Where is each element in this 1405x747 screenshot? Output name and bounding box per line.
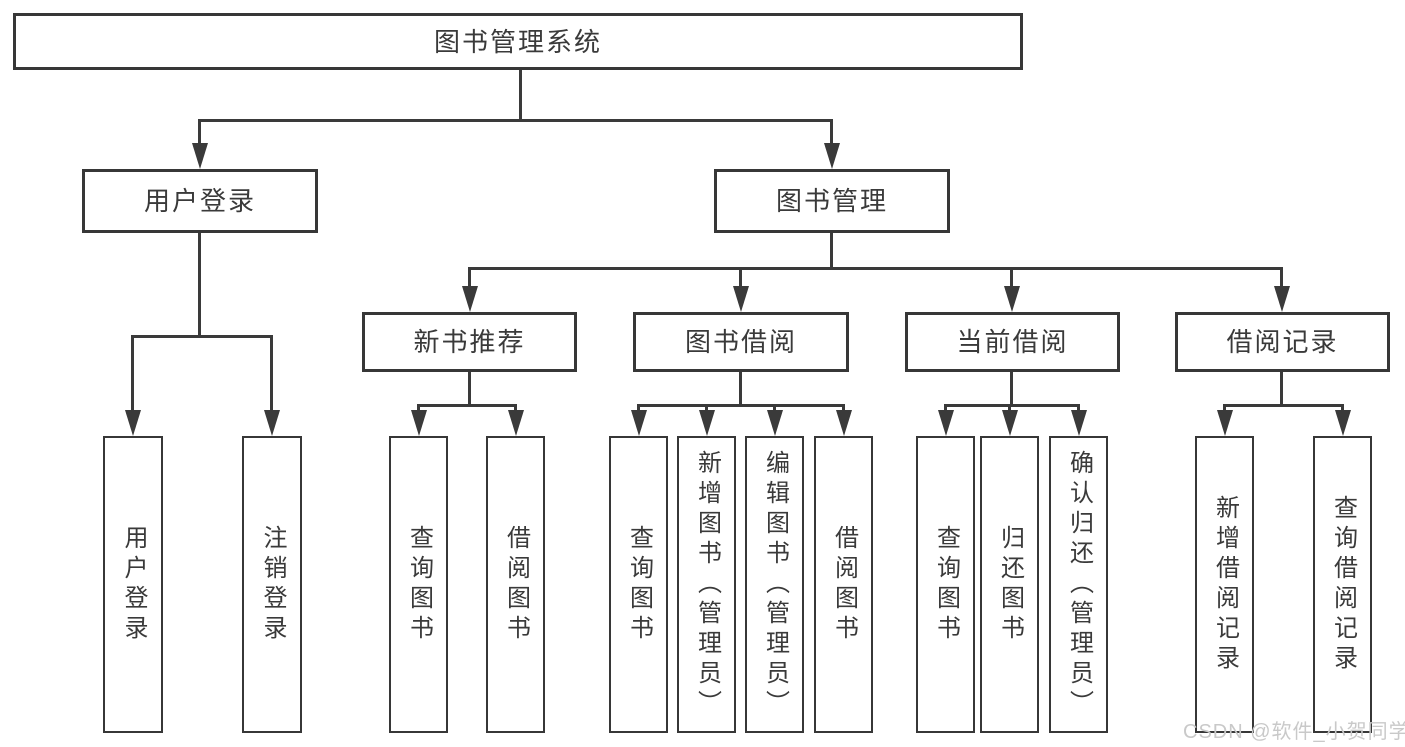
- arrowhead-down-icon: [938, 410, 954, 436]
- connector-level1-horizontal: [198, 119, 833, 122]
- connector-leaf-drop: [944, 406, 947, 412]
- arrowhead-down-icon: [824, 143, 840, 169]
- arrowhead-down-icon: [733, 286, 749, 312]
- arrowhead-down-icon: [508, 410, 524, 436]
- connector-leaf-drop: [773, 406, 776, 412]
- node-borrowing-records: 借阅记录: [1175, 312, 1390, 372]
- connector-user-login-drop: [198, 121, 201, 145]
- arrowhead-down-icon: [836, 410, 852, 436]
- connector-borrow-split: [637, 404, 845, 407]
- node-query-books: 查询图书: [916, 436, 975, 733]
- arrowhead-down-icon: [192, 143, 208, 169]
- node-book-borrowing: 图书借阅: [633, 312, 849, 372]
- node-query-books: 查询图书: [609, 436, 668, 733]
- connector-current-stem: [1010, 372, 1013, 406]
- connector-level3-horizontal: [468, 267, 1283, 270]
- node-new-book-recommendation: 新书推荐: [362, 312, 577, 372]
- connector-leaf-drop: [270, 337, 273, 412]
- node-confirm-return-admin: 确认归还（管理员）: [1049, 436, 1108, 733]
- connector-borrow-stem: [739, 372, 742, 406]
- node-add-borrow-record: 新增借阅记录: [1195, 436, 1254, 733]
- node-edit-book-admin: 编辑图书（管理员）: [745, 436, 804, 733]
- connector-newbook-split: [417, 404, 517, 407]
- node-book-management: 图书管理: [714, 169, 950, 233]
- node-library-management-system: 图书管理系统: [13, 13, 1023, 70]
- connector-newbook-stem: [468, 372, 471, 406]
- node-borrow-books: 借阅图书: [814, 436, 873, 733]
- node-borrow-books: 借阅图书: [486, 436, 545, 733]
- connector-book-mgmt-drop: [830, 121, 833, 145]
- arrowhead-down-icon: [699, 410, 715, 436]
- connector-leaf-drop: [417, 406, 420, 412]
- connector-level3-drop: [739, 269, 742, 288]
- node-return-books: 归还图书: [980, 436, 1039, 733]
- arrowhead-down-icon: [631, 410, 647, 436]
- connector-leaf-drop: [637, 406, 640, 412]
- connector-record-split: [1223, 404, 1344, 407]
- arrowhead-down-icon: [767, 410, 783, 436]
- connector-leaf-drop: [1077, 406, 1080, 412]
- connector-leaf-drop: [1223, 406, 1226, 412]
- node-current-borrowing: 当前借阅: [905, 312, 1120, 372]
- node-user-login-leaf: 用户登录: [103, 436, 163, 733]
- connector-record-stem: [1280, 372, 1283, 406]
- arrowhead-down-icon: [1071, 410, 1087, 436]
- connector-leaf-drop: [842, 406, 845, 412]
- connector-user-login-split: [131, 335, 273, 338]
- connector-leaf-drop: [1008, 406, 1011, 412]
- arrowhead-down-icon: [1004, 286, 1020, 312]
- arrowhead-down-icon: [1217, 410, 1233, 436]
- arrowhead-down-icon: [1274, 286, 1290, 312]
- connector-leaf-drop: [131, 337, 134, 412]
- arrowhead-down-icon: [462, 286, 478, 312]
- node-query-borrow-record: 查询借阅记录: [1313, 436, 1372, 733]
- connector-level3-drop: [468, 269, 471, 288]
- connector-book-mgmt-stem: [830, 231, 833, 269]
- connector-current-split: [944, 404, 1080, 407]
- arrowhead-down-icon: [411, 410, 427, 436]
- arrowhead-down-icon: [264, 410, 280, 436]
- node-user-login: 用户登录: [82, 169, 318, 233]
- node-logout-login: 注销登录: [242, 436, 302, 733]
- arrowhead-down-icon: [1335, 410, 1351, 436]
- arrowhead-down-icon: [125, 410, 141, 436]
- connector-leaf-drop: [705, 406, 708, 412]
- csdn-watermark: CSDN @软件_小贺同学: [1183, 721, 1405, 743]
- connector-root-stem: [519, 70, 522, 122]
- connector-user-login-stem: [198, 231, 201, 337]
- connector-leaf-drop: [1341, 406, 1344, 412]
- node-query-books: 查询图书: [389, 436, 448, 733]
- node-add-book-admin: 新增图书（管理员）: [677, 436, 736, 733]
- arrowhead-down-icon: [1002, 410, 1018, 436]
- connector-level3-drop: [1010, 269, 1013, 288]
- connector-level3-drop: [1280, 269, 1283, 288]
- connector-leaf-drop: [514, 406, 517, 412]
